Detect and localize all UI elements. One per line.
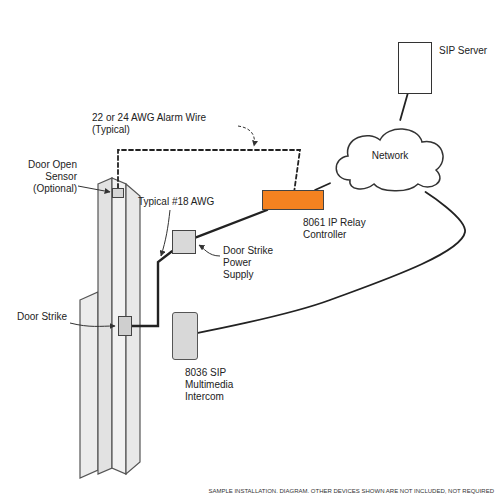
leader-line <box>238 126 254 146</box>
caption: SAMPLE INSTALLATION. DIAGRAM. OTHER DEVI… <box>120 487 494 495</box>
wire-note: 22 or 24 AWG Alarm Wire (Typical) <box>92 112 242 136</box>
leader-line <box>199 245 220 256</box>
device-label: Network <box>372 150 409 162</box>
sensor-box: Door Open Sensor (Optional) <box>112 188 124 198</box>
device-label: 8036 SIP Multimedia Intercom <box>185 367 265 403</box>
device-label: Door Open Sensor (Optional) <box>5 159 77 195</box>
door-strike-box: Door Strike <box>118 316 132 336</box>
server-box: SIP Server <box>398 42 432 94</box>
power-supply-box: Door Strike Power Supply <box>172 230 196 254</box>
wire <box>118 150 300 190</box>
network-cloud: Network <box>330 120 450 192</box>
wire-note: Typical #18 AWG <box>138 196 248 208</box>
device-label: SIP Server <box>439 45 493 57</box>
wire <box>196 210 267 237</box>
leader-line <box>78 186 110 192</box>
wire <box>132 251 172 326</box>
device-label: Door Strike <box>7 311 67 323</box>
wire <box>198 192 465 333</box>
leader-line <box>161 210 170 256</box>
intercom-box: 8036 SIP Multimedia Intercom <box>172 312 198 360</box>
wire <box>400 94 407 120</box>
relay-controller-box: 8061 IP Relay Controller <box>262 190 324 210</box>
wire <box>315 183 330 190</box>
door-leaf <box>80 292 98 478</box>
leader-line <box>70 323 115 326</box>
device-label: 8061 IP Relay Controller <box>303 217 383 241</box>
device-label: Door Strike Power Supply <box>223 245 273 281</box>
